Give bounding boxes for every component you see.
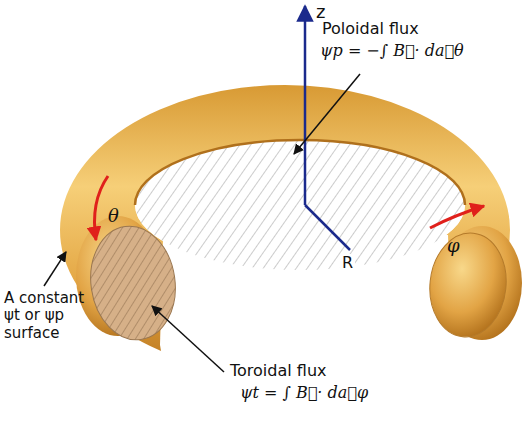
inner-wall xyxy=(135,140,465,205)
toroidal-hatch xyxy=(83,221,182,346)
theta-arrow xyxy=(95,176,109,240)
phi-arrow xyxy=(430,206,484,228)
angle-label: φ xyxy=(447,236,460,257)
poloidal-leader xyxy=(294,74,360,154)
toroidal-leader xyxy=(152,306,224,372)
angle-label: θ xyxy=(108,206,119,227)
toroidal-cross-section xyxy=(83,221,182,346)
z-axis xyxy=(304,6,307,205)
surface-note: A constant ψt or ψp surface xyxy=(4,290,100,342)
flux-title: Poloidal flux xyxy=(322,20,419,38)
tube-cut-right xyxy=(425,229,511,340)
flux-formula: ψp = −∫ B⃗· da⃗θ xyxy=(320,42,464,60)
r-axis xyxy=(305,205,350,250)
poloidal-surface xyxy=(135,140,465,270)
axis-label: R xyxy=(340,254,355,272)
poloidal-hatch xyxy=(135,140,465,270)
flux-formula: ψt = ∫ B⃗· da⃗φ xyxy=(240,384,368,402)
flux-title: Toroidal flux xyxy=(230,362,326,380)
surface-leader xyxy=(44,252,66,286)
